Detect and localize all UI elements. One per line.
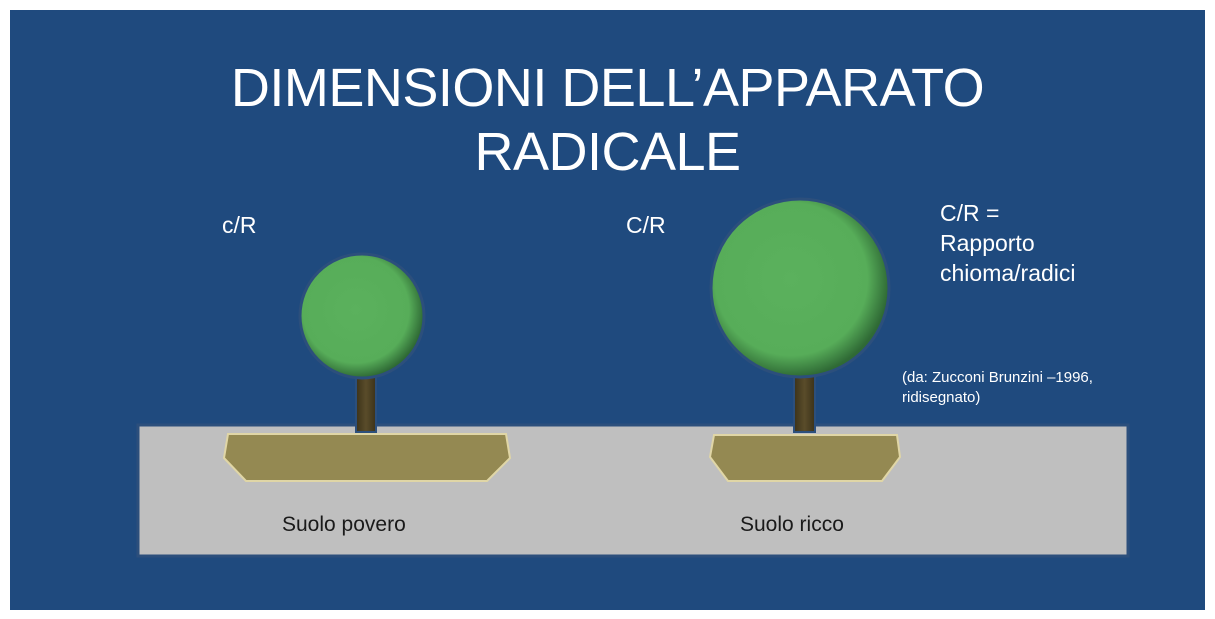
soil-poor-label: Suolo povero (282, 513, 406, 536)
left-trunk (355, 371, 377, 433)
definition-line-2: Rapporto (940, 230, 1035, 256)
source-citation: (da: Zucconi Brunzini –1996, ridisegnato… (902, 368, 1093, 408)
right-canopy (709, 197, 891, 379)
left-root-system (222, 433, 512, 482)
title-line-2: RADICALE (474, 122, 741, 182)
right-ratio-label: C/R (626, 212, 666, 238)
slide-title: DIMENSIONI DELL’APPARATO RADICALE (10, 56, 1205, 184)
right-trunk (793, 371, 816, 433)
left-canopy (298, 252, 426, 380)
source-line-2: ridisegnato) (902, 389, 981, 406)
left-ratio-label: c/R (222, 212, 257, 238)
source-line-1: (da: Zucconi Brunzini –1996, (902, 369, 1093, 386)
title-line-1: DIMENSIONI DELL’APPARATO (230, 58, 985, 118)
right-root-system (708, 434, 902, 482)
soil-rich-label: Suolo ricco (740, 513, 844, 536)
definition-line-1: C/R = (940, 200, 1000, 226)
definition-line-3: chioma/radici (940, 260, 1076, 286)
ratio-definition: C/R = Rapporto chioma/radici (940, 198, 1076, 288)
